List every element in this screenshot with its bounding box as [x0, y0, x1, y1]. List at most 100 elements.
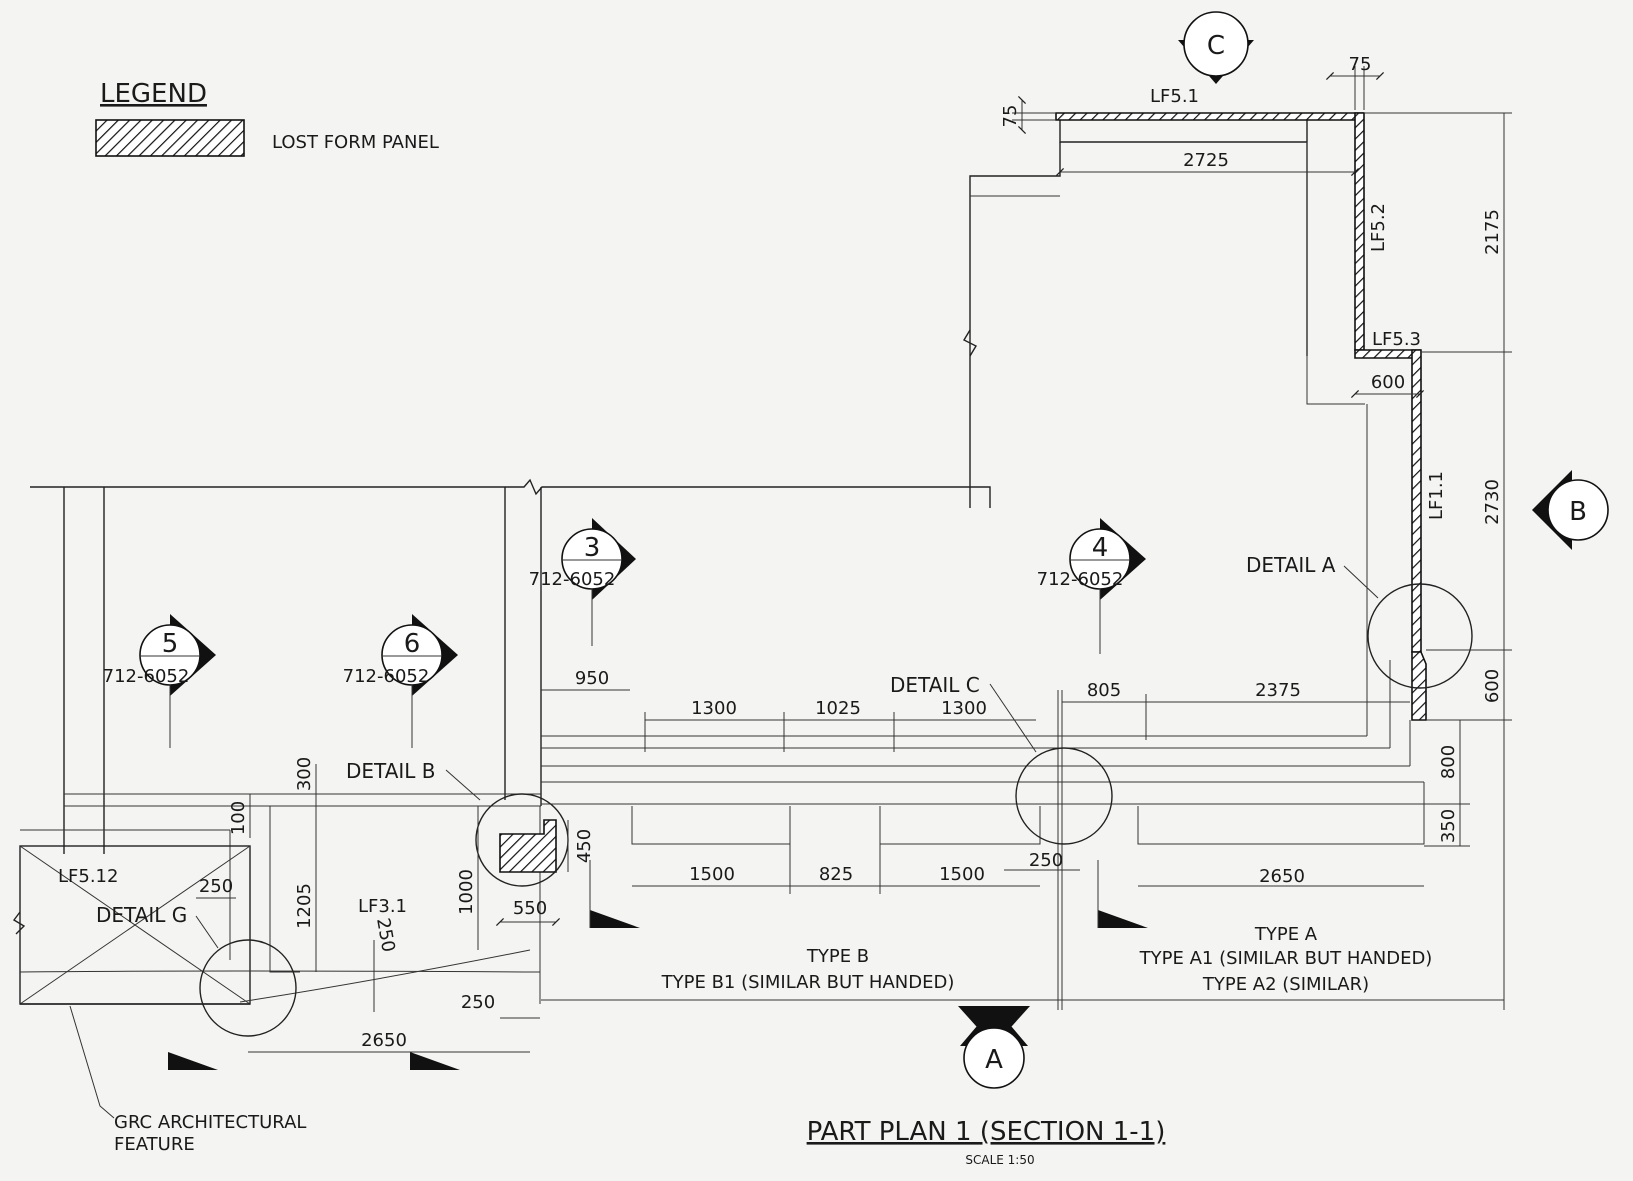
section-b-circle [1547, 479, 1609, 541]
note-grc-line1: GRC ARCHITECTURAL [114, 1112, 306, 1133]
panel-lf5-3 [1354, 349, 1421, 359]
detail-callouts: DETAIL A DETAIL B DETAIL C DETAIL G [96, 553, 1336, 927]
dim-350: 350 [1438, 809, 1459, 843]
note-type-b: TYPE B [806, 946, 869, 967]
soffit-step-1 [631, 806, 791, 845]
section-marker-b: B [1532, 470, 1609, 550]
dim-75-top: 75 [1349, 54, 1372, 75]
note-type-b1: TYPE B1 (SIMILAR BUT HANDED) [661, 972, 955, 993]
detail-c-circle [1015, 747, 1113, 845]
legend-item-label: LOST FORM PANEL [272, 132, 439, 153]
detail-ref-5: 5 712-6052 [103, 614, 216, 748]
flag-1 [590, 910, 640, 928]
dim-2375: 2375 [1255, 680, 1301, 701]
dim-2730: 2730 [1482, 479, 1503, 525]
dim-600-right: 600 [1482, 669, 1503, 703]
dim-1500-b: 1500 [939, 864, 985, 885]
panel-detail-b [499, 819, 557, 873]
panel-lf1-1-end [1411, 651, 1427, 721]
grc-curve-bottom [239, 949, 531, 1003]
detail-a-circle [1367, 583, 1473, 689]
panel-labels: LF5.1 LF5.2 LF5.3 LF1.1 LF5.12 LF3.1 [58, 86, 1447, 917]
label-lf5-3: LF5.3 [1372, 329, 1421, 350]
section-c-circle [1183, 11, 1249, 77]
note-type-a: TYPE A [1254, 924, 1318, 945]
detail-g-leader [195, 915, 219, 949]
notes: TYPE B TYPE B1 (SIMILAR BUT HANDED) TYPE… [69, 924, 1433, 1155]
section-a-label: A [985, 1045, 1003, 1075]
grc-curve-top [19, 970, 541, 973]
section-a-circle [963, 1027, 1025, 1089]
dim-300: 300 [294, 757, 315, 791]
detail-ref-5-sheet: 712-6052 [103, 666, 190, 687]
detail-ref-3-sheet: 712-6052 [529, 569, 616, 590]
title-block: PART PLAN 1 (SECTION 1-1) SCALE 1:50 [807, 1117, 1166, 1167]
dim-250-left: 250 [199, 876, 233, 897]
legend: LEGEND LOST FORM PANEL [95, 79, 439, 157]
dim-1205: 1205 [294, 883, 315, 929]
building-outline [12, 120, 1505, 1010]
dim-1500-a: 1500 [689, 864, 735, 885]
upper-inner-wall-line [969, 142, 1061, 508]
upper-inner-return-line [1306, 142, 1365, 405]
callout-detail-b: DETAIL B [346, 759, 436, 783]
detail-c-leader [989, 683, 1037, 753]
panel-lf5-2 [1354, 112, 1365, 351]
label-lf5-2: LF5.2 [1368, 203, 1389, 252]
dim-2175: 2175 [1482, 209, 1503, 255]
section-marker-c: C [1178, 11, 1254, 84]
flag-2 [1098, 910, 1148, 928]
soffit-step-left [269, 806, 300, 973]
dimension-lines [196, 66, 1512, 1053]
dim-1300-b: 1300 [941, 698, 987, 719]
section-b-label: B [1569, 497, 1587, 527]
detail-ref-5-number: 5 [162, 629, 179, 659]
detail-ref-4-sheet: 712-6052 [1037, 569, 1124, 590]
grc-leader [69, 1005, 115, 1119]
dim-805: 805 [1087, 680, 1121, 701]
break-line-upper [963, 329, 977, 357]
note-type-a2: TYPE A2 (SIMILAR) [1202, 974, 1369, 995]
detail-ref-6-number: 6 [404, 629, 421, 659]
main-wall-line [30, 478, 991, 508]
section-flags [168, 860, 1148, 1070]
dim-550: 550 [513, 898, 547, 919]
note-type-a1: TYPE A1 (SIMILAR BUT HANDED) [1139, 948, 1433, 969]
dim-950: 950 [575, 668, 609, 689]
detail-ref-6-sheet: 712-6052 [343, 666, 430, 687]
detail-ref-6: 6 712-6052 [343, 614, 458, 748]
soffit-step-2 [879, 806, 1041, 845]
dim-75-side: 75 [1000, 105, 1021, 128]
label-lf5-1: LF5.1 [1150, 86, 1199, 107]
soffit-step-3 [1137, 782, 1425, 845]
detail-ref-3-number: 3 [584, 533, 601, 563]
detail-b-leader [445, 769, 481, 801]
dim-800: 800 [1438, 745, 1459, 779]
dim-2725: 2725 [1183, 150, 1229, 171]
flag-4 [410, 1052, 460, 1070]
lost-form-panels [499, 112, 1427, 873]
dim-450: 450 [574, 829, 595, 863]
label-lf5-12: LF5.12 [58, 866, 118, 887]
section-marker-a: A [958, 1006, 1030, 1089]
dim-600-upper: 600 [1371, 372, 1405, 393]
note-grc-line2: FEATURE [114, 1134, 195, 1155]
callout-detail-c: DETAIL C [890, 673, 980, 697]
dim-250-low: 250 [461, 992, 495, 1013]
section-c-label: C [1207, 31, 1225, 61]
detail-ref-4-number: 4 [1092, 533, 1109, 563]
drawing-scale: SCALE 1:50 [965, 1153, 1034, 1167]
flag-3 [168, 1052, 218, 1070]
dim-1025: 1025 [815, 698, 861, 719]
dim-1000: 1000 [456, 869, 477, 915]
label-lf1-1: LF1.1 [1426, 471, 1447, 520]
detail-g-circle [199, 939, 297, 1037]
detail-ref-3: 3 712-6052 [529, 518, 636, 646]
dim-250-mid: 250 [1029, 850, 1063, 871]
legend-title: LEGEND [100, 79, 207, 109]
upper-inner-step-line [1059, 120, 1307, 143]
grc-feature-cross-2 [19, 845, 251, 1005]
label-lf3-1: LF3.1 [358, 896, 407, 917]
dim-2650-right: 2650 [1259, 866, 1305, 887]
